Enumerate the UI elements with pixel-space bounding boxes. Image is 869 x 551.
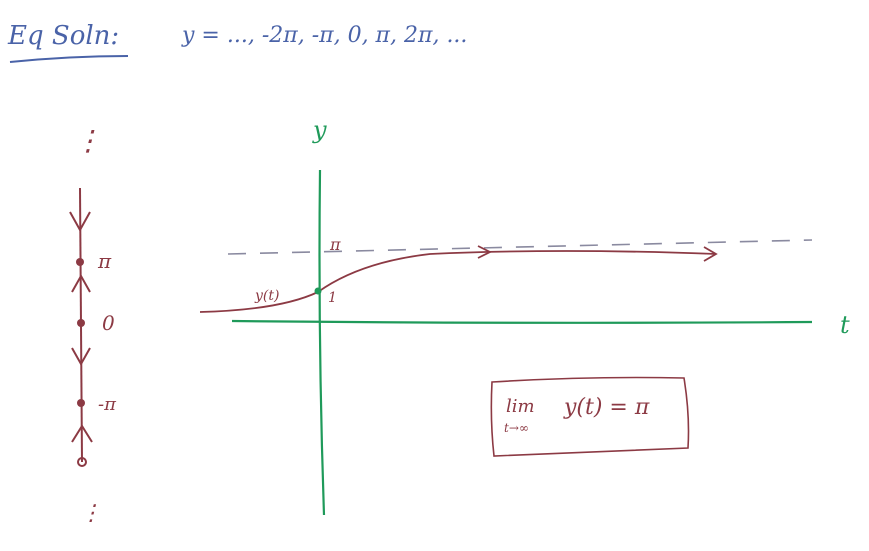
arrow-down-icon xyxy=(69,211,91,233)
header-underline xyxy=(9,55,129,63)
y-axis-label: y xyxy=(312,116,327,144)
phase-label-neg-pi: -π xyxy=(98,394,117,415)
asymptote-label: π xyxy=(329,235,341,254)
initial-point xyxy=(314,287,322,295)
limit-expression: y(t) = π xyxy=(563,395,650,420)
phase-label-zero: 0 xyxy=(102,311,115,335)
limit-box xyxy=(490,376,690,457)
equilibrium-point xyxy=(77,399,85,407)
phase-line-bottom-dots: ⋮ xyxy=(80,501,102,526)
y-axis xyxy=(318,169,326,516)
equilibrium-point xyxy=(76,258,84,266)
solution-curve xyxy=(199,250,717,313)
curve-label: y(t) xyxy=(254,288,279,304)
limit-lim: lim xyxy=(506,396,535,417)
arrow-right-icon xyxy=(477,245,493,259)
phase-label-pi: π xyxy=(97,249,112,273)
header-label: Eq Soln: xyxy=(7,21,119,51)
header-equation: y = ..., -2π, -π, 0, π, 2π, ... xyxy=(181,23,467,48)
initial-value-label: 1 xyxy=(328,290,337,306)
t-axis xyxy=(231,319,813,324)
arrow-up-icon xyxy=(71,273,91,293)
asymptote-line xyxy=(227,239,813,255)
equilibrium-point xyxy=(77,319,85,327)
phase-line-top-dots: ⋮ xyxy=(74,124,102,157)
t-axis-label: t xyxy=(840,311,850,339)
arrow-down-icon xyxy=(71,347,91,367)
arrow-right-icon xyxy=(703,246,718,262)
arrow-up-icon xyxy=(71,424,93,443)
limit-subscript: t→∞ xyxy=(504,421,529,435)
equilibrium-point xyxy=(77,457,87,467)
